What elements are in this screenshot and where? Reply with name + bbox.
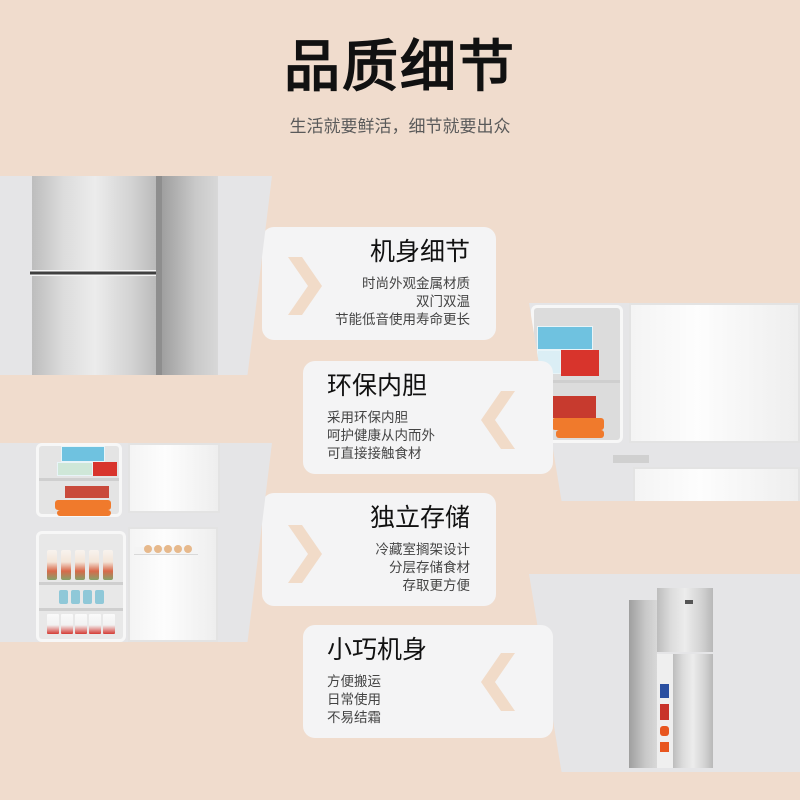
feature-title: 小巧机身 [327, 635, 428, 664]
feature-title: 环保内胆 [327, 371, 428, 400]
hinge [613, 455, 649, 463]
fridge-side [162, 176, 218, 375]
feature-image-separate-storage [0, 443, 272, 642]
fridge-door-upper [32, 176, 158, 270]
fridge-door-open [128, 527, 218, 642]
fridge-open-interior [657, 654, 673, 768]
feature-title: 机身细节 [369, 237, 470, 266]
freezer-door [629, 303, 800, 443]
brand-logo [685, 600, 693, 604]
feature-image-inner-liner [529, 303, 800, 501]
page-title: 品质细节 [284, 35, 516, 100]
chevron-right-icon [288, 257, 322, 315]
chevron-right-icon [288, 525, 322, 583]
fridge-edge [156, 176, 162, 375]
feature-description: 冷藏室搁架设计 分层存储食材 存取更方便 [375, 542, 471, 594]
fridge-product [629, 588, 715, 772]
freezer-compartment [36, 443, 122, 517]
fridge-compartment [36, 531, 126, 642]
feature-image-body-detail [0, 176, 272, 375]
door-gap [30, 270, 160, 276]
page-subtitle: 生活就要鲜活，细节就要出众 [289, 117, 511, 137]
freezer-door [128, 443, 220, 513]
feature-card-compact-body: 小巧机身 方便搬运 日常使用 不易结霜 [303, 625, 553, 738]
feature-card-separate-storage: 独立存储 冷藏室搁架设计 分层存储食材 存取更方便 [262, 493, 496, 606]
chevron-left-icon [481, 653, 515, 711]
feature-title: 独立存储 [369, 503, 470, 532]
chevron-left-icon [481, 391, 515, 449]
feature-card-body-detail: 机身细节 时尚外观金属材质 双门双温 节能低音使用寿命更长 [262, 227, 496, 340]
feature-description: 方便搬运 日常使用 不易结霜 [327, 674, 381, 726]
fridge-door [633, 467, 800, 501]
feature-image-compact-body [529, 574, 800, 772]
fridge-door-lower [32, 276, 158, 375]
feature-description: 时尚外观金属材质 双门双温 节能低音使用寿命更长 [335, 276, 470, 328]
feature-description: 采用环保内胆 呵护健康从内而外 可直接接触食材 [327, 410, 435, 462]
feature-card-inner-liner: 环保内胆 采用环保内胆 呵护健康从内而外 可直接接触食材 [303, 361, 553, 474]
